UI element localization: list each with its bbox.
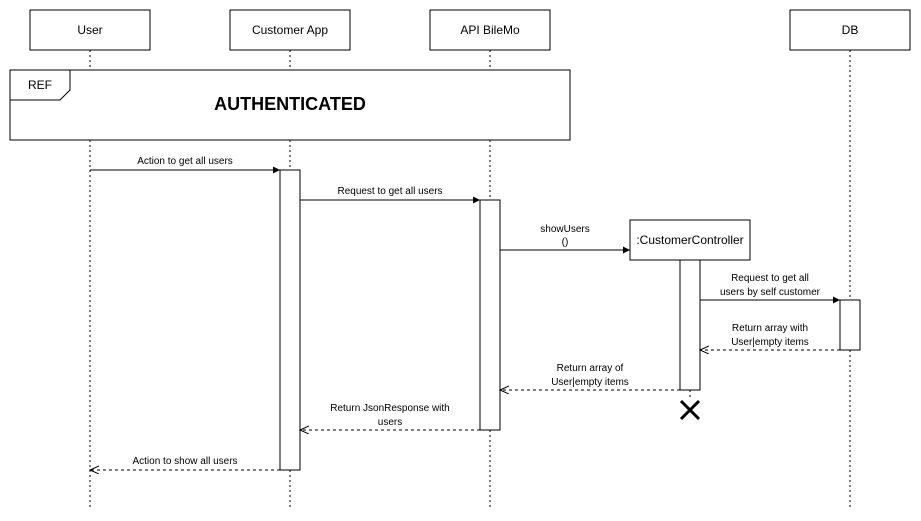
message-label-line-1: showUsers [540, 224, 589, 235]
message-return-array-with-items[interactable]: Return array with User|empty items [700, 323, 840, 350]
message-return-json-response[interactable]: Return JsonResponse with users [300, 403, 480, 430]
activation-customer-controller [679, 259, 701, 391]
ref-frame-tag-box [10, 70, 71, 101]
participant-user[interactable]: User [29, 9, 151, 51]
message-show-users[interactable]: showUsers () [500, 224, 630, 254]
ref-frame[interactable]: REF AUTHENTICATED [9, 69, 571, 141]
message-action-get-all-users[interactable]: Action to get all users [90, 156, 280, 174]
message-label-line-1: Return array of [557, 363, 624, 374]
activation-api-bilemo [479, 199, 501, 431]
message-label-line-2: users by self customer [720, 287, 821, 298]
ref-frame-tag: REF [28, 78, 52, 92]
participant-api-bilemo[interactable]: API BileMo [429, 9, 551, 51]
participant-customer-controller-label: :CustomerController [636, 233, 743, 247]
ref-frame-title: AUTHENTICATED [214, 94, 366, 114]
participant-db[interactable]: DB [789, 9, 911, 51]
destroy-cross-icon [679, 399, 701, 421]
message-label: Action to show all users [132, 456, 237, 467]
message-label-line-1: Return JsonResponse with [330, 403, 450, 414]
participant-api-bilemo-label: API BileMo [460, 23, 520, 37]
participant-db-label: DB [842, 23, 859, 37]
message-label: Action to get all users [137, 156, 233, 167]
participant-customer-app-label: Customer App [252, 23, 328, 37]
activation-db [839, 299, 861, 351]
message-label-line-2: User|empty items [551, 377, 629, 388]
participant-customer-app[interactable]: Customer App [229, 9, 351, 51]
message-request-users-by-customer[interactable]: Request to get all users by self custome… [700, 273, 840, 304]
message-return-array-of-items[interactable]: Return array of User|empty items [500, 363, 680, 390]
participant-user-label: User [77, 23, 102, 37]
participant-customer-controller[interactable]: :CustomerController [629, 219, 751, 261]
message-action-show-all-users[interactable]: Action to show all users [90, 456, 280, 470]
message-label-line-1: Request to get all [731, 273, 809, 284]
message-label-line-1: Return array with [732, 323, 808, 334]
message-label-line-2: users [378, 417, 402, 428]
message-request-get-all-users[interactable]: Request to get all users [300, 186, 480, 204]
message-label-line-2: User|empty items [731, 337, 809, 348]
activation-customer-app [279, 169, 301, 471]
message-label-line-2: () [562, 237, 569, 248]
message-label: Request to get all users [337, 186, 442, 197]
